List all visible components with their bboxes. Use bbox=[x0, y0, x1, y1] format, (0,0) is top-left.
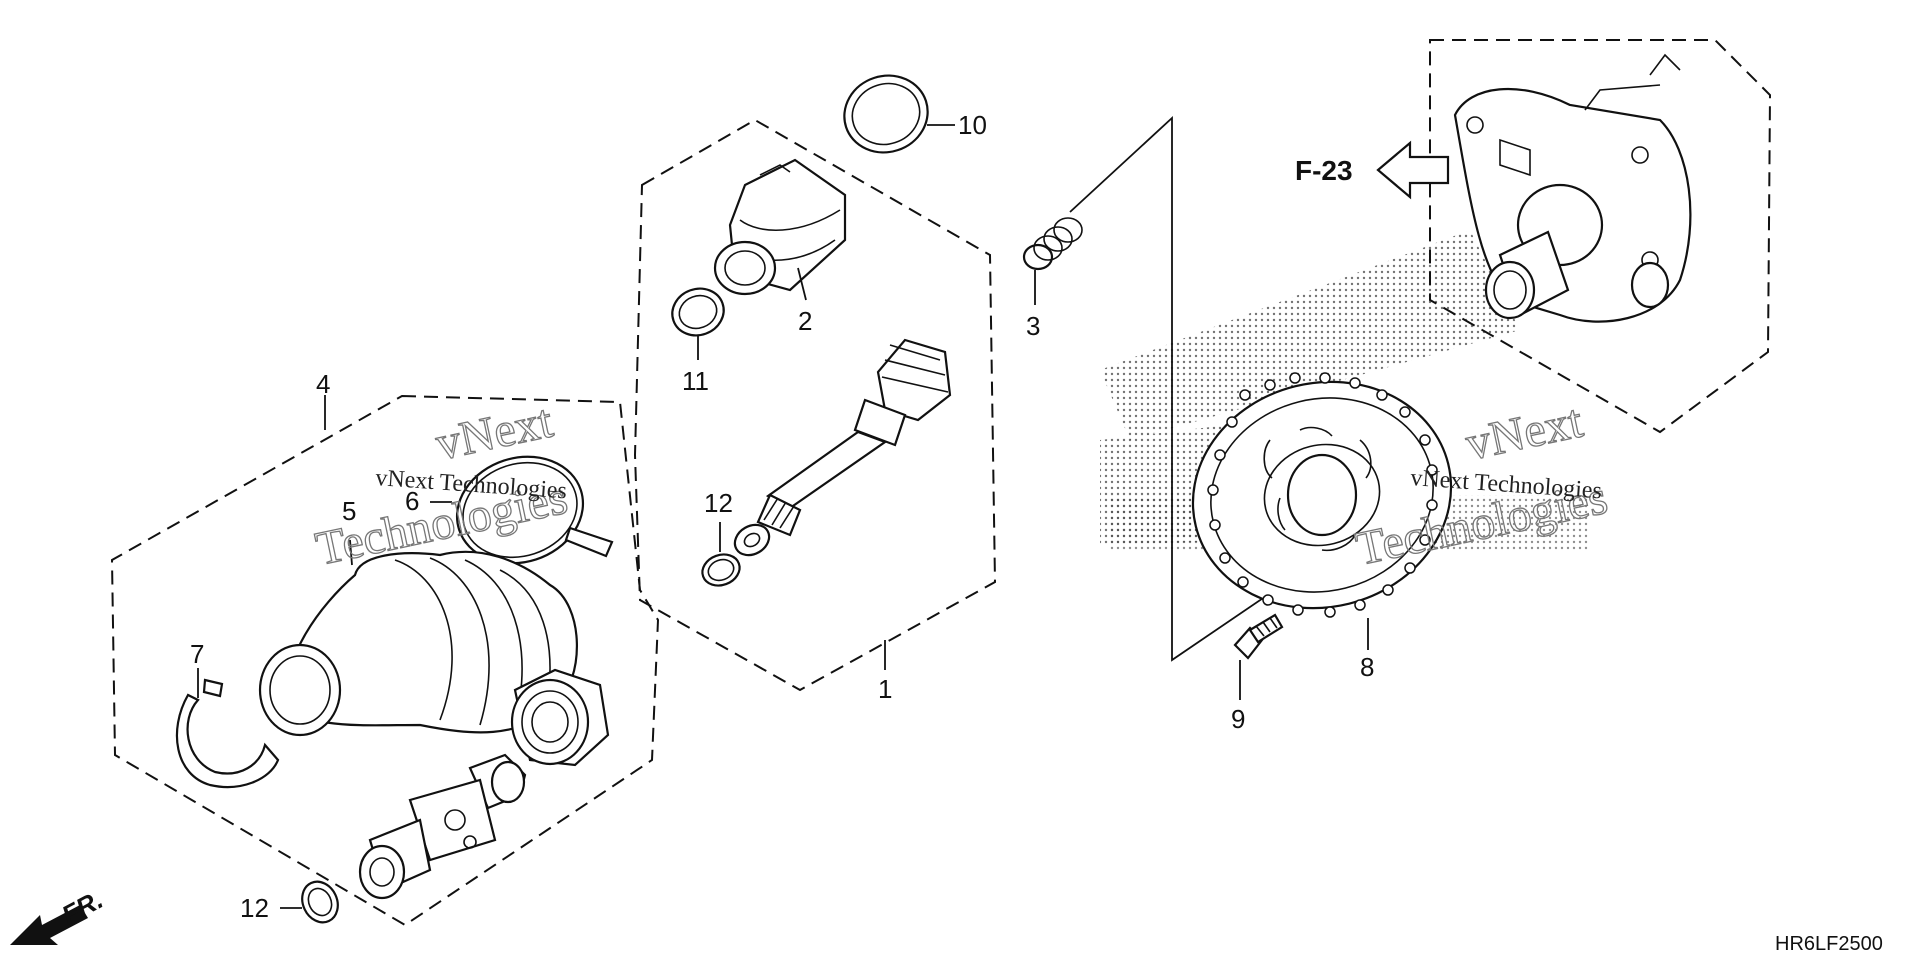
assembly-outline-1 bbox=[633, 118, 997, 692]
assembly-outline-4 bbox=[110, 394, 660, 927]
clamp-part-7[interactable] bbox=[175, 678, 280, 789]
callout-3: 3 bbox=[1026, 311, 1040, 341]
inner-race[interactable] bbox=[510, 668, 610, 767]
callout-10: 10 bbox=[958, 110, 987, 140]
callout-8: 8 bbox=[1360, 652, 1374, 682]
callout-labels: 1 2 3 4 5 6 7 8 9 10 11 12 12 bbox=[190, 110, 1374, 923]
o-ring-part-10[interactable] bbox=[834, 65, 937, 163]
reference-label: F-23 bbox=[1295, 155, 1353, 186]
reference-arrow-icon bbox=[1376, 140, 1450, 200]
callout-1: 1 bbox=[878, 674, 892, 704]
seal-housing-part-2[interactable] bbox=[713, 158, 847, 296]
callout-11: 11 bbox=[682, 366, 709, 396]
leader-lines bbox=[197, 124, 1369, 909]
callout-2: 2 bbox=[798, 306, 812, 336]
callout-4: 4 bbox=[316, 369, 330, 399]
band-clamp-part-6[interactable] bbox=[443, 441, 614, 579]
bolt-part-9[interactable] bbox=[1233, 613, 1284, 660]
callout-5: 5 bbox=[342, 496, 356, 526]
universal-joint[interactable] bbox=[358, 753, 527, 900]
svg-text:vNext: vNext bbox=[1461, 394, 1587, 470]
shaft-part-1[interactable] bbox=[729, 338, 952, 561]
callout-12-lower: 12 bbox=[240, 893, 269, 923]
spring-part-3[interactable] bbox=[1022, 217, 1083, 271]
o-ring-part-12-upper[interactable] bbox=[698, 549, 744, 590]
assembly-outline-hub bbox=[1429, 39, 1772, 434]
callout-9: 9 bbox=[1231, 704, 1245, 734]
o-ring-part-12-lower[interactable] bbox=[296, 876, 345, 928]
drawing-code: HR6LF2500 bbox=[1775, 933, 1883, 955]
o-ring-part-11[interactable] bbox=[666, 281, 731, 342]
callout-7: 7 bbox=[190, 639, 204, 669]
callout-6: 6 bbox=[405, 486, 419, 516]
brake-disc-part-8[interactable] bbox=[1169, 355, 1475, 635]
callout-12-upper: 12 bbox=[704, 488, 733, 518]
front-direction-arrow-icon bbox=[10, 905, 88, 945]
boot-part-5[interactable] bbox=[258, 550, 578, 737]
hub-knuckle[interactable] bbox=[1453, 53, 1692, 323]
